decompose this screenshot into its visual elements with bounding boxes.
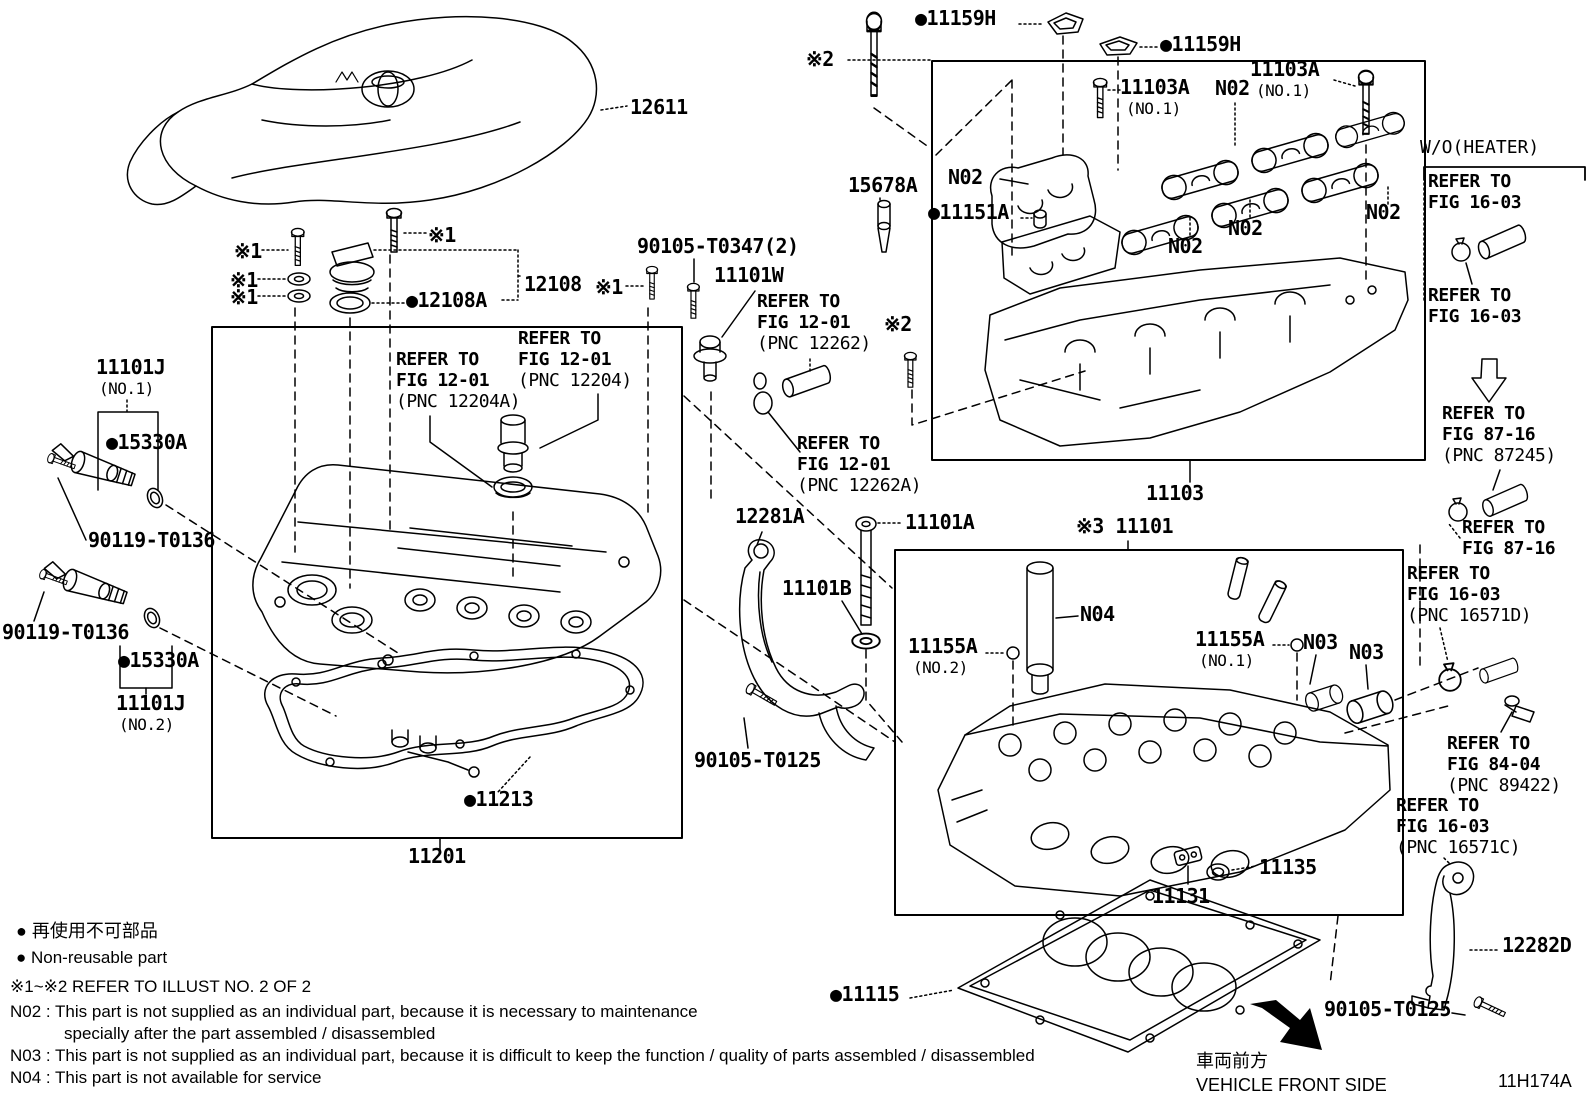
n03-label: N03 [1349, 640, 1384, 664]
ref-fig16-03: REFER TO FIG 16-03 [1428, 171, 1522, 214]
engine-cover-drawing [126, 15, 628, 206]
part-label-11103a-no1: 11103A [1250, 57, 1320, 81]
part-label-11103: 11103 [1146, 481, 1204, 505]
star2-label: ※2 [884, 312, 912, 336]
head-cover-box [211, 254, 683, 852]
breather-pipe-group [753, 358, 834, 453]
part-label-11101a: 11101A [905, 510, 975, 534]
n02-label: N02 [1168, 234, 1203, 258]
vehicle-front-jp: 車両前方 [1196, 1051, 1268, 1071]
ref-fig12-01-pnc12204: REFER TO FIG 12-01 (PNC 12204) [518, 328, 632, 392]
figure-code: 11H174A [1498, 1071, 1572, 1091]
part-label-90105-t0347: 90105-T0347(2) [637, 234, 799, 258]
part-label-15330a: ●15330A [118, 648, 199, 672]
vehicle-front-en: VEHICLE FRONT SIDE [1196, 1075, 1387, 1095]
legend-illust-note: ※1~※2 REFER TO ILLUST NO. 2 OF 2 [10, 977, 312, 996]
part-sublabel-no1: (NO.1) [1199, 651, 1254, 670]
legend-nonreusable-en: ● Non-reusable part [16, 948, 168, 967]
wo-heater-column [1411, 166, 1586, 1021]
ocv-valves-group [33, 399, 399, 717]
part-label-90119-t0136: 90119-T0136 [88, 528, 215, 552]
part-label-12282d: 12282D [1502, 933, 1572, 957]
star1-label: ※1 [234, 239, 262, 263]
cylinder-head-box [894, 540, 1479, 986]
ref-fig12-01-pnc12262a: REFER TO FIG 12-01 (PNC 12262A) [797, 433, 922, 497]
part-label-11213: ●11213 [464, 787, 534, 811]
head-gasket-drawing [909, 879, 1321, 1053]
part-label-12281a: 12281A [735, 504, 805, 528]
n02-label: N02 [1228, 216, 1263, 240]
ref-fig84-04-pnc89422: REFER TO FIG 84-04 (PNC 89422) [1447, 733, 1561, 797]
part-label-12611: 12611 [630, 95, 688, 119]
n02-label: N02 [1215, 76, 1250, 100]
part-label-11135: 11135 [1259, 855, 1317, 879]
part-label-15678a: 15678A [848, 173, 918, 197]
ref-fig87-16-pnc87245: REFER TO FIG 87-16 (PNC 87245) [1442, 403, 1556, 467]
part-label-90119-t0136: 90119-T0136 [2, 620, 129, 644]
vehicle-front-arrow [1250, 1000, 1322, 1050]
part-sublabel-no2: (NO.2) [119, 715, 174, 734]
star1-label: ※1 [595, 275, 623, 299]
star1-label: ※1 [230, 268, 258, 292]
part-label-11103a-no1: 11103A [1120, 75, 1190, 99]
part-label-12108a: ●12108A [406, 288, 487, 312]
ref-fig87-16: REFER TO FIG 87-16 [1462, 517, 1556, 560]
ref-fig12-01-pnc12262: REFER TO FIG 12-01 (PNC 12262) [757, 291, 871, 355]
ref-fig16-03-pnc16571d: REFER TO FIG 16-03 (PNC 16571D) [1407, 563, 1532, 627]
part-label-11101j-no2: 11101J [116, 691, 186, 715]
part-label-11159h: ●11159H [915, 6, 996, 30]
projection-lines [683, 395, 896, 743]
ref-fig16-03: REFER TO FIG 16-03 [1428, 285, 1522, 328]
part-label-11101b: 11101B [782, 576, 852, 600]
camshaft-housing-box [877, 12, 1426, 483]
oil-filler-cap-group [257, 207, 659, 314]
part-label-11155a-no2: 11155A [908, 634, 978, 658]
ref-fig12-01-pnc12204a: REFER TO FIG 12-01 (PNC 12204A) [396, 349, 521, 413]
star2-label: ※2 [806, 47, 834, 71]
part-label-11101w: 11101W [714, 263, 784, 287]
pcv-valve-group [429, 393, 599, 581]
part-label-12108: 12108 [524, 272, 582, 296]
part-label-11101-star3: ※3 11101 [1076, 514, 1174, 538]
part-label-11201: 11201 [408, 844, 466, 868]
star2-bolts [847, 11, 1086, 426]
part-label-11131: 11131 [1152, 884, 1210, 908]
camshaft-sensor-group [686, 258, 756, 499]
part-label-15330a: ●15330A [106, 430, 187, 454]
note-n03: N03 : This part is not supplied as an in… [10, 1046, 1035, 1065]
part-label-11115: ●11115 [830, 982, 900, 1006]
part-label-11159h: ●11159H [1160, 32, 1241, 56]
n04-label: N04 [1080, 602, 1115, 626]
note-n02-line2: specially after the part assembled / dis… [64, 1024, 436, 1043]
part-sublabel-no1: (NO.1) [1256, 81, 1311, 100]
front-hanger-group [738, 516, 903, 761]
ref-fig16-03-pnc16571c: REFER TO FIG 16-03 (PNC 16571C) [1396, 795, 1521, 859]
part-label-11155a-no1: 11155A [1195, 627, 1265, 651]
part-sublabel-no2: (NO.2) [913, 658, 968, 677]
legend-nonreusable-jp: ● 再使用不可部品 [16, 921, 158, 941]
star1-label: ※1 [230, 285, 258, 309]
star1-label: ※1 [428, 223, 456, 247]
n02-label: N02 [948, 165, 983, 189]
part-sublabel-no1: (NO.1) [1126, 99, 1181, 118]
part-label-11151a: ●11151A [928, 200, 1009, 224]
n03-label: N03 [1303, 630, 1338, 654]
part-label-90105-t0125: 90105-T0125 [1324, 997, 1451, 1021]
n02-label: N02 [1366, 200, 1401, 224]
part-label-11101j-no1: 11101J [96, 355, 166, 379]
note-n04: N04 : This part is not available for ser… [10, 1068, 322, 1087]
note-n02-line1: N02 : This part is not supplied as an in… [10, 1002, 698, 1021]
part-sublabel-no1: (NO.1) [99, 379, 154, 398]
part-label-90105-t0125: 90105-T0125 [694, 748, 821, 772]
wo-heater-label: W/O(HEATER) [1420, 137, 1540, 158]
